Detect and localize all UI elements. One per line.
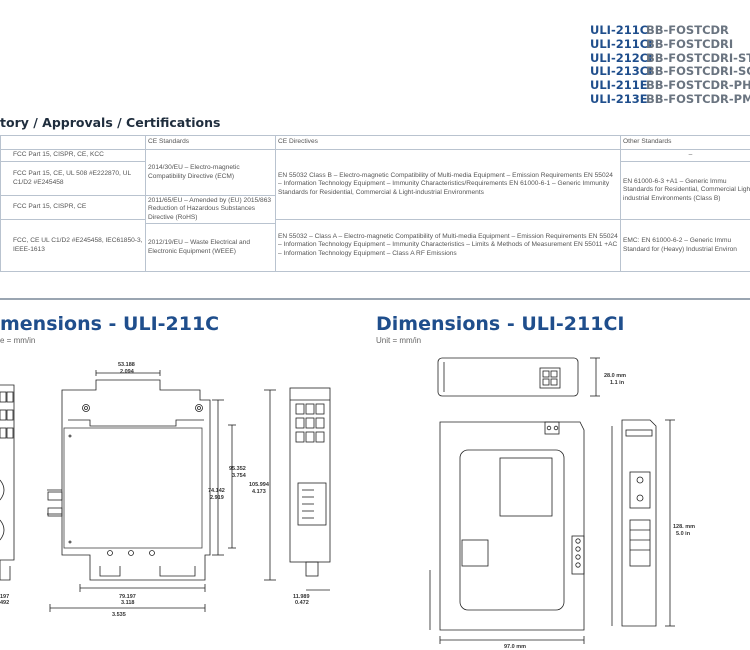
model-code: ULI-211E <box>590 78 648 93</box>
model-code: ULI-213E <box>590 91 648 106</box>
dim-label: 11.989 <box>293 594 310 600</box>
dim-label: 3.118 <box>121 600 134 606</box>
table-row: FCC Part 15, CISPR, CE 2011/65/EU – Amen… <box>0 195 750 224</box>
dim-label: 4.173 <box>252 489 266 495</box>
model-list: ULI-211CBB-FOSTCDR ULI-211CIBB-FOSTCDRI … <box>590 23 750 107</box>
model-row: ULI-213CIBB-FOSTCDRI-SC <box>590 64 750 79</box>
model-code: ULI-213CI <box>590 64 653 79</box>
unit-label-left: e = mm/in <box>0 336 36 345</box>
model-code: ULI-211CI <box>590 36 653 51</box>
model-sku: BB-FOSTCDRI-ST <box>646 50 750 65</box>
table-row: FCC, CE UL C1/D2 #E245458, IEC61850-3, I… <box>0 219 750 272</box>
dim-label: 5.0 in <box>676 531 691 537</box>
left-partial-device-drawing <box>0 384 15 581</box>
other-standard-cell: EMC: EN 61000-6-2 – Generic Immu Standar… <box>620 219 750 272</box>
other-standard-cell: EN 61000-6-3 +A1 – Generic Immu Standard… <box>620 161 750 220</box>
model-sku: BB-FOSTCDR-PM <box>646 91 750 106</box>
model-sku: BB-FOSTCDR-PH <box>646 78 750 93</box>
dim-label: 492 <box>0 600 9 606</box>
dim-label: 2.094 <box>120 369 135 375</box>
dim-label: 128. mm <box>673 524 695 530</box>
ce-standard-cell: 2011/65/EU – Amended by (EU) 2015/863 Re… <box>145 195 276 224</box>
table-row: 2012/19/EU – Waste Electrical and Electr… <box>1 223 750 272</box>
dimension-labels: 53.188 2.094 95.352 3.754 74.142 2.919 1… <box>0 362 695 650</box>
model-sku: BB-FOSTCDRI-SC <box>646 64 750 79</box>
cert-cell: FCC Part 15, CE, UL 508 #E222870, UL C1/… <box>0 161 146 196</box>
dim-label: 105.994 <box>249 482 270 488</box>
ce-standard-cell: 2014/30/EU – Electro-magnetic Compatibil… <box>145 149 276 196</box>
model-row: ULI-211CBB-FOSTCDR <box>590 23 750 38</box>
unit-label-right: Unit = mm/in <box>376 336 422 345</box>
side-view-drawing <box>289 387 331 591</box>
dim-label: 197 <box>0 594 9 600</box>
section-title: tory / Approvals / Certifications <box>0 115 221 130</box>
dim-label: 79.197 <box>119 594 136 600</box>
model-code: ULI-212CI <box>590 50 653 65</box>
ce-directive-cell: EN 55032 Class B – Electro-magnetic Comp… <box>275 149 621 220</box>
model-row: ULI-211CIBB-FOSTCDRI <box>590 36 750 52</box>
dim-label: 97.0 mm <box>504 644 526 650</box>
front-view-drawing-right <box>429 421 585 644</box>
model-sku: BB-FOSTCDRI <box>646 36 734 51</box>
model-row: ULI-211EBB-FOSTCDR-PH <box>590 78 750 93</box>
ce-directive-cell: EN 55032 – Class A – Electro-magnetic Co… <box>275 219 621 272</box>
section-divider <box>0 298 750 300</box>
dim-label: 3.535 <box>112 612 126 618</box>
table-row: FCC Part 15, CE, UL 508 #E222870, UL C1/… <box>0 161 750 220</box>
front-view-drawing <box>47 370 276 612</box>
cert-cell: FCC Part 15, CISPR, CE <box>0 195 146 220</box>
model-row: ULI-213EBB-FOSTCDR-PM <box>590 91 750 107</box>
certifications-table: CE Standards CE Directives Other Standar… <box>0 135 750 272</box>
dim-label: 0.472 <box>295 600 309 606</box>
dimensions-title-right: Dimensions - ULI-211CI <box>376 313 625 335</box>
top-view-drawing <box>437 357 600 397</box>
model-sku: BB-FOSTCDR <box>646 23 729 37</box>
dim-label: 3.754 <box>232 473 247 479</box>
dimensions-title-left: mensions - ULI-211C <box>0 313 220 335</box>
table-row: FCC Part 15, CISPR, CE, KCC 2014/30/EU –… <box>0 149 750 220</box>
side-view-drawing-right <box>611 419 675 627</box>
dim-label: 2.919 <box>210 495 224 501</box>
dim-label: 1.1 in <box>610 380 625 386</box>
dim-label: 95.352 <box>229 466 246 472</box>
model-code: ULI-211C <box>590 23 649 37</box>
dim-label: 53.188 <box>118 362 135 368</box>
ce-standard-cell: 2012/19/EU – Waste Electrical and Electr… <box>145 223 276 272</box>
dim-label: 74.142 <box>208 488 225 494</box>
dim-label: 28.0 mm <box>604 373 626 379</box>
model-row: ULI-212CIBB-FOSTCDRI-ST <box>590 50 750 66</box>
cert-cell: FCC, CE UL C1/D2 #E245458, IEC61850-3, I… <box>0 219 146 272</box>
